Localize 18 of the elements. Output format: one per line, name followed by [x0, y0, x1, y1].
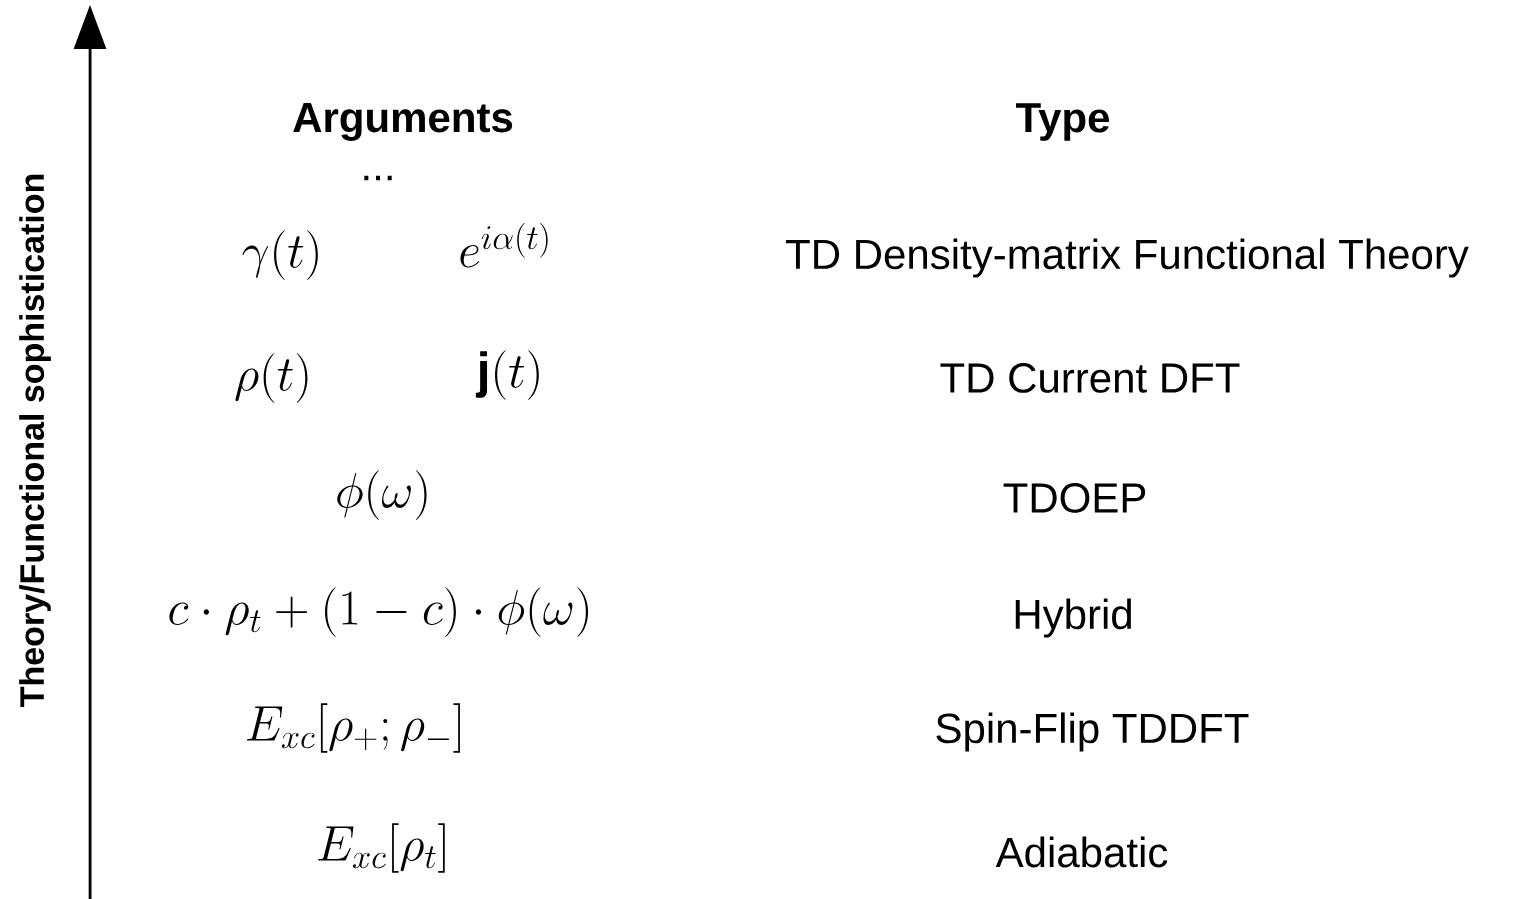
formula: $\mathbf{j}(t)$: [475, 350, 539, 400]
formula: $\phi(\omega)$: [337, 470, 427, 520]
type-label: TD Current DFT: [940, 363, 1240, 393]
type-label: TD Density-matrix Functional Theory: [786, 238, 1469, 278]
type-label: Spin-Flip TDDFT: [936, 712, 1249, 752]
column-header: Type: [1016, 103, 1110, 141]
formula: $E_{xc}[\rho_+;\rho_-]$: [247, 703, 460, 753]
formula: $\gamma(t)$: [242, 230, 318, 280]
column-header: Arguments: [293, 103, 513, 141]
type-label: TDOEP: [1003, 483, 1146, 513]
formula: $c\cdot\rho_t+(1-c)\cdot\phi(\omega)$: [169, 587, 589, 637]
formula: $E_{xc}[\rho_t]$: [318, 823, 445, 873]
type-label: Hybrid: [1015, 598, 1131, 638]
formula: $\rho(t)$: [235, 353, 308, 403]
formula: $e^{i\alpha(t)}$: [460, 223, 548, 268]
type-label: Adiabatic: [995, 836, 1168, 868]
axis-label: Theory/Functional sophistication: [19, 174, 51, 707]
ellipsis: ...: [364, 175, 392, 181]
